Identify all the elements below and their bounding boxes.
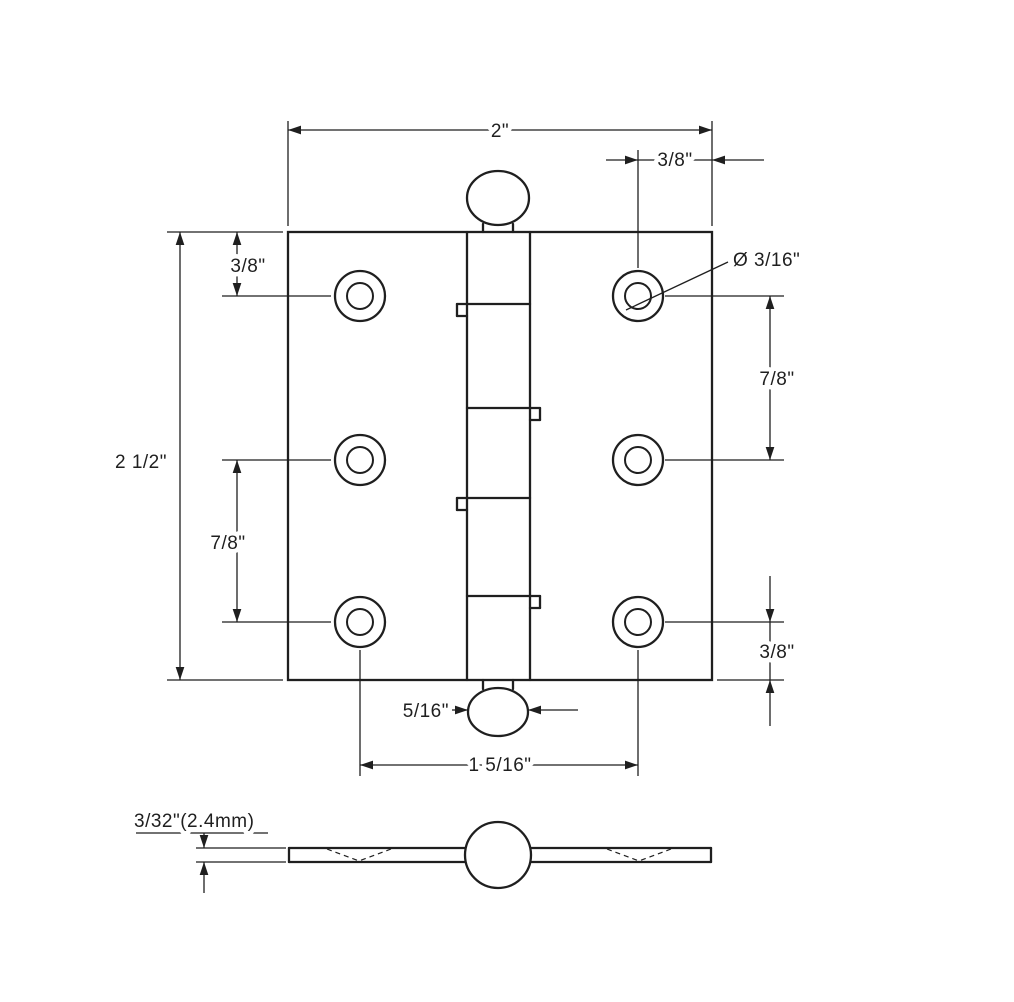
dim-label-right-bottom-offset: 3/8" bbox=[759, 642, 794, 663]
dim-label-right-hole-spacing: 7/8" bbox=[759, 369, 794, 390]
hinge-front-view bbox=[286, 169, 714, 738]
countersink-hidden-line bbox=[606, 848, 640, 862]
dim-label-pin-tip-width: 5/16" bbox=[403, 701, 449, 722]
screw-hole-bore bbox=[624, 608, 652, 636]
knuckle-joint bbox=[465, 406, 542, 422]
dim-label-leaf-thickness: 3/32"(2.4mm) bbox=[134, 811, 254, 832]
dim-label-left-top-offset: 3/8" bbox=[230, 256, 265, 277]
screw-hole-bore bbox=[624, 282, 652, 310]
top-ball-finial bbox=[465, 169, 531, 227]
countersink-hidden-line bbox=[326, 848, 360, 862]
screw-hole-bore bbox=[346, 446, 374, 474]
countersink-hidden-line bbox=[638, 848, 672, 862]
side-view-hidden-lines bbox=[326, 848, 672, 862]
screw-hole bbox=[333, 433, 387, 487]
screw-hole bbox=[611, 433, 665, 487]
dim-label-hole-column-span: 1 5/16" bbox=[468, 755, 531, 776]
screw-hole bbox=[611, 595, 665, 649]
screw-hole-bore bbox=[346, 608, 374, 636]
screw-holes bbox=[333, 269, 665, 649]
barrel-section bbox=[463, 820, 533, 890]
knuckle-joint bbox=[455, 496, 532, 512]
screw-hole bbox=[333, 595, 387, 649]
dim-label-top-width: 2" bbox=[491, 121, 509, 142]
screw-hole-bore bbox=[346, 282, 374, 310]
screw-hole-bore bbox=[624, 446, 652, 474]
bottom-ball-finial bbox=[466, 686, 530, 738]
thickness-dimension: 3/32"(2.4mm) bbox=[130, 807, 286, 893]
hinge-leaf-outline bbox=[286, 230, 714, 682]
dim-label-top-right-offset: 3/8" bbox=[657, 150, 692, 171]
leader-line-hole-diameter bbox=[625, 261, 729, 311]
screw-hole bbox=[611, 269, 665, 323]
screw-hole bbox=[333, 269, 387, 323]
dimension-annotations: 2" 3/8" 3/8" 2 1/2" 7/8" 7/8" 3/8" Ø 3/1… bbox=[110, 117, 804, 781]
countersink-hidden-line bbox=[358, 848, 392, 862]
knuckle-joint bbox=[455, 302, 532, 318]
dim-label-left-hole-spacing: 7/8" bbox=[210, 533, 245, 554]
dim-label-hole-diameter: Ø 3/16" bbox=[733, 250, 800, 271]
dim-label-overall-height: 2 1/2" bbox=[115, 452, 167, 473]
hinge-side-view-barrel bbox=[463, 820, 533, 890]
knuckle-joint bbox=[465, 594, 542, 610]
